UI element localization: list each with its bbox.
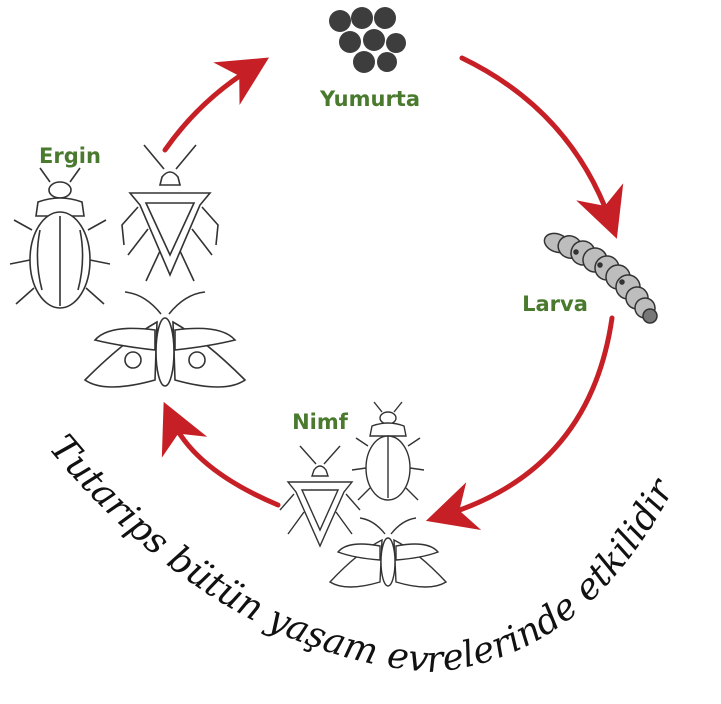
arrow-larva-to-nimf: [445, 318, 612, 515]
stink-bug-icon: [280, 446, 360, 546]
egg-cluster-icon: [329, 7, 406, 73]
label-yumurta: Yumurta: [319, 87, 420, 111]
arrow-ergin-to-yumurta: [165, 68, 252, 150]
beetle-icon: [352, 402, 424, 500]
stink-bug-icon: [122, 145, 218, 281]
arrow-nimf-to-ergin: [172, 420, 278, 505]
label-ergin: Ergin: [39, 144, 101, 168]
label-nimf: Nimf: [292, 410, 349, 434]
moth-icon: [85, 292, 245, 387]
label-larva: Larva: [522, 292, 588, 316]
beetle-icon: [10, 168, 110, 308]
arrow-yumurta-to-larva: [462, 58, 610, 220]
